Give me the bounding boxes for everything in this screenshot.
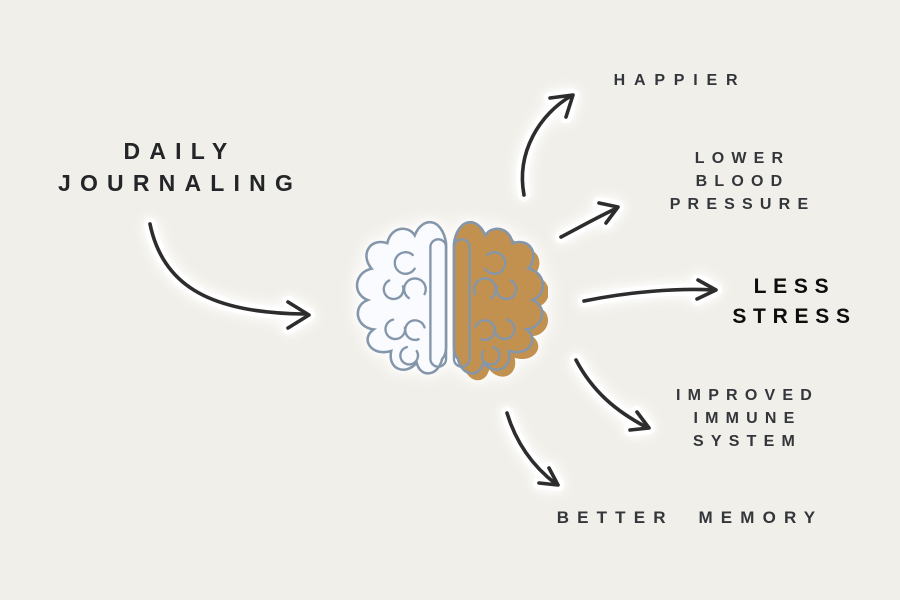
arrow-to-less-stress [578,274,722,307]
brain-left-hemisphere [355,220,448,375]
benefit-line: HAPPIER [613,72,747,89]
brain-right-hemisphere [452,220,545,375]
arrow-journaling-to-brain [144,218,315,334]
benefit-line: SYSTEM [693,433,802,450]
benefit-line: STRESS [732,305,857,328]
main-title-line2: JOURNALING [57,170,303,196]
benefit-line: BLOOD [695,173,790,190]
brain-icon [355,220,548,381]
benefit-label-less-stress: LESS STRESS [692,272,897,332]
benefit-line: LOWER [694,150,791,167]
arrow-to-happier [516,89,579,201]
benefit-line: IMPROVED [676,387,819,404]
benefit-label-improved-immune-system: IMPROVED IMMUNE SYSTEM [645,384,850,453]
main-title-line1: DAILY [123,138,237,164]
benefit-line: IMMUNE [693,410,802,427]
main-title: DAILY JOURNALING [40,135,320,199]
benefit-line: LESS [753,275,836,298]
benefit-line: PRESSURE [669,196,816,213]
benefit-label-lower-blood-pressure: LOWER BLOOD PRESSURE [640,147,845,216]
arrow-to-better-memory [501,407,564,491]
arrow-to-improved-immune-system [570,354,655,436]
benefit-label-better-memory: BETTER MEMORY [540,506,840,529]
benefit-label-happier: HAPPIER [570,69,790,92]
arrow-to-lower-blood-pressure [555,197,624,243]
benefit-line: BETTER MEMORY [556,508,824,527]
